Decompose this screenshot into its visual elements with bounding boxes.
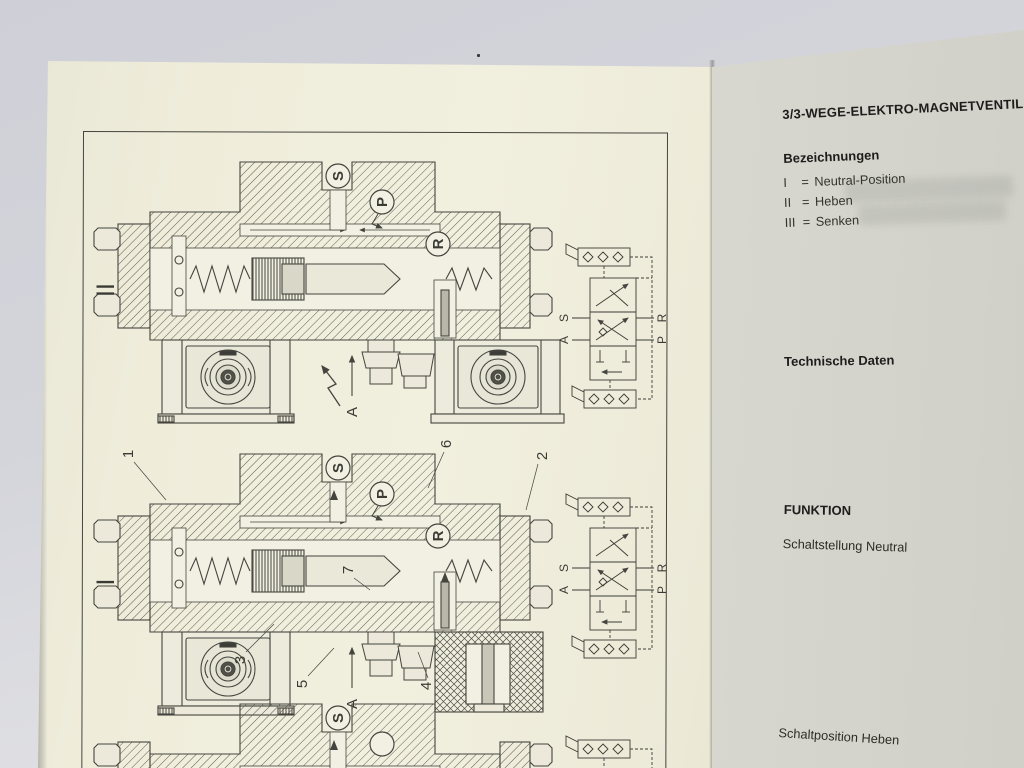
callouts: 1 6 2 3 5 4 7 [120, 440, 551, 690]
port-p-label: P [374, 197, 391, 207]
solenoid-right [430, 339, 565, 424]
callout-1: 1 [120, 450, 137, 458]
port-a-label: A [344, 407, 361, 417]
bottom-fittings [361, 631, 435, 681]
port-s-label: S [330, 463, 347, 473]
schematic-port-a: A [557, 586, 571, 594]
diagram-II-label: II [92, 283, 120, 297]
schematic-port-r: R [655, 313, 668, 322]
solenoid-left [157, 631, 295, 716]
callout-5: 5 [294, 680, 311, 688]
schematic-port-p: P [655, 586, 668, 594]
valve-body [93, 703, 553, 768]
legend-equals: = [801, 194, 810, 210]
schematic-port-a: A [557, 336, 571, 344]
schematic-port-p: P [655, 336, 668, 344]
technische-daten-heading: Technische Daten [784, 352, 895, 369]
port-labels: S P R A [325, 163, 451, 417]
callout-6: 6 [438, 440, 455, 448]
port-s-label: S [330, 171, 347, 181]
bezeichnungen-heading: Bezeichnungen [783, 147, 880, 166]
hydraulic-schematic-III-partial: S [565, 735, 653, 768]
schaltposition-heben-line: Schaltposition Heben [778, 725, 900, 748]
port-s-label: S [330, 713, 347, 723]
legend-item: I =Neutral-Position [783, 169, 906, 193]
port-r-label: R [430, 238, 447, 249]
port-p-label: P [374, 489, 391, 499]
callout-4: 4 [418, 682, 435, 690]
legend-label: Neutral-Position [814, 170, 906, 189]
port-r-label: R [430, 530, 447, 541]
schaltstellung-neutral-line: Schaltstellung Neutral [782, 536, 908, 555]
schematic-port-s: S [557, 314, 571, 322]
callout-7: 7 [340, 566, 357, 574]
bottom-fittings [361, 339, 435, 389]
legend-item: III =Senken [784, 209, 907, 233]
hydraulic-schematic-II: S A R P [557, 243, 668, 409]
valve-cross-section-diagram-I: S P R A 1 6 2 3 5 4 [92, 440, 668, 716]
legend-symbol: III [784, 214, 796, 230]
legend-equals: = [801, 174, 810, 190]
page-edge [38, 61, 47, 768]
valve-body [93, 161, 553, 341]
callout-3: 3 [232, 656, 249, 664]
legend-label: Senken [815, 212, 860, 229]
legend-list: I=Neutral-Position II=Heben III=Senken [783, 169, 907, 233]
lightning-arrow-icon [321, 364, 341, 407]
hydraulic-schematic-I: S A R P [557, 493, 668, 659]
valve-body [93, 453, 553, 633]
legend-symbol: II [783, 194, 792, 210]
legend-equals: = [802, 214, 811, 230]
valve-cross-section-diagram-III-partial: S S [93, 703, 653, 768]
legend-symbol: I [783, 174, 788, 190]
port-labels: S [325, 705, 395, 757]
port-labels: S P R A [325, 455, 451, 709]
schematic-port-s: S [557, 564, 571, 572]
solenoid-right-sectioned [434, 631, 544, 713]
callout-2: 2 [534, 452, 551, 460]
page-title: 3/3-WEGE-ELEKTRO-MAGNETVENTIL [782, 96, 1024, 122]
dust-speck [477, 54, 480, 57]
legend-label: Heben [814, 192, 853, 209]
funktion-heading: FUNKTION [783, 502, 852, 519]
solenoid-left [157, 339, 295, 424]
diagram-I-label: I [92, 579, 120, 586]
schematic-port-r: R [655, 563, 668, 572]
valve-cross-section-diagram-II: S P R A II [92, 161, 668, 424]
